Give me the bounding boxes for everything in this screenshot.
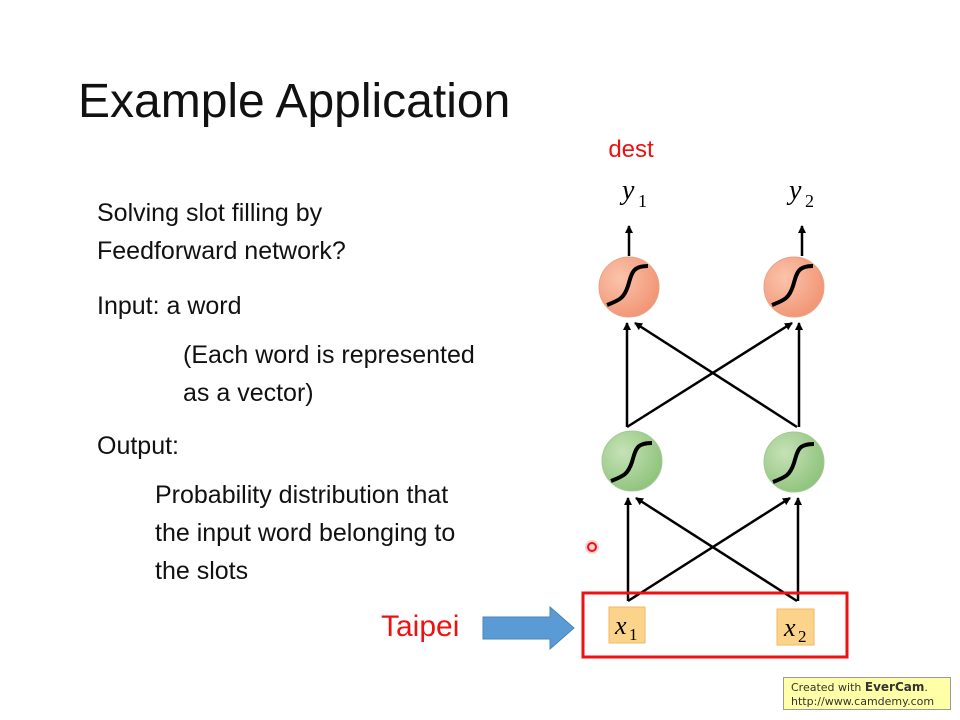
input-x1: x 1	[608, 606, 646, 644]
sigmoid-icon	[771, 264, 814, 307]
slide-title: Example Application	[78, 75, 511, 128]
input-word-label: Taipei	[381, 610, 459, 643]
svg-text:x: x	[783, 613, 796, 642]
watermark-brand: EverCam	[864, 680, 925, 694]
svg-text:y: y	[619, 175, 635, 206]
hidden-neuron-1	[601, 430, 663, 492]
right-arrow-icon	[482, 605, 575, 651]
input-x2: x 2	[776, 608, 815, 646]
cursor-pointer-icon	[585, 540, 599, 554]
output-neuron-1	[598, 256, 660, 318]
edge-x2-h1	[635, 496, 798, 603]
output-y1: y 1	[619, 175, 647, 211]
watermark-suffix: .	[924, 681, 928, 694]
edge-h2-o1	[634, 321, 798, 429]
svg-text:1: 1	[638, 191, 647, 211]
output-neuron-2	[763, 256, 825, 318]
svg-text:y: y	[786, 175, 802, 206]
svg-text:x: x	[614, 611, 627, 640]
input-note-1: (Each word is represented	[183, 341, 475, 369]
watermark-prefix: Created with	[791, 681, 865, 694]
input-note-2: as a vector)	[183, 379, 314, 407]
sigmoid-icon	[772, 442, 815, 484]
output-slot-label: dest	[608, 136, 654, 163]
output-note-2: the input word belonging to	[155, 519, 456, 547]
watermark-url: http://www.camdemy.com	[791, 695, 935, 708]
sigmoid-icon	[610, 441, 653, 483]
edge-x1-h2	[627, 496, 791, 603]
output-note-1: Probability distribution that	[155, 481, 449, 509]
bullet-line-2: Feedforward network?	[97, 237, 346, 265]
svg-text:2: 2	[805, 191, 814, 211]
edge-h1-o2	[626, 321, 793, 429]
output-label: Output:	[97, 432, 179, 460]
input-label: Input: a word	[97, 292, 242, 320]
bullet-line-1: Solving slot filling by	[97, 199, 323, 227]
input-highlight-box	[581, 591, 849, 659]
svg-text:2: 2	[798, 627, 807, 646]
sigmoid-icon	[606, 264, 649, 307]
evercam-watermark: Created with EverCam. http://www.camdemy…	[783, 677, 951, 710]
output-note-3: the slots	[155, 557, 249, 585]
hidden-neuron-2	[763, 431, 825, 493]
svg-text:1: 1	[629, 625, 638, 644]
output-y2: y 2	[786, 175, 814, 211]
